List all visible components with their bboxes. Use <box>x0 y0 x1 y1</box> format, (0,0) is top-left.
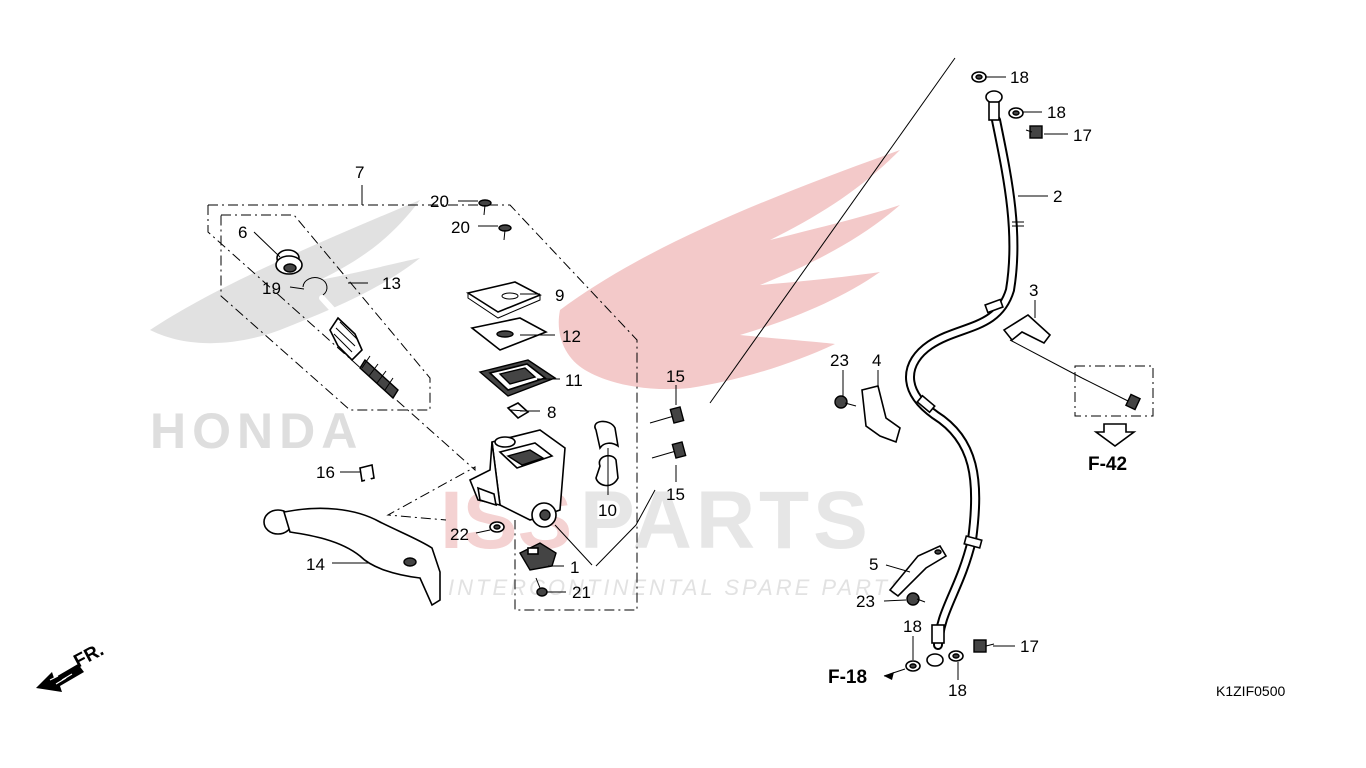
reservoir-cap-part-9[interactable] <box>465 281 542 319</box>
callout-6: 6 <box>238 223 247 242</box>
holder-clamp-part-10[interactable] <box>594 420 620 487</box>
callout-21: 21 <box>572 583 591 602</box>
oil-bolt-part-17-lower[interactable] <box>973 639 995 653</box>
callout-7: 7 <box>355 163 364 182</box>
callout-20-lower: 20 <box>451 218 470 237</box>
callout-15-lower: 15 <box>666 485 685 504</box>
washer-part-18-b[interactable] <box>1008 107 1024 119</box>
drawing-code: K1ZIF0500 <box>1216 683 1285 699</box>
callout-23-lower: 23 <box>856 592 875 611</box>
callout-4: 4 <box>872 351 881 370</box>
callout-18-b: 18 <box>1047 103 1066 122</box>
callout-8: 8 <box>547 403 556 422</box>
nut-part-22[interactable] <box>489 521 505 533</box>
callout-3: 3 <box>1029 281 1038 300</box>
reference-arrow-f42 <box>1093 423 1137 447</box>
reference-f18[interactable]: F-18 <box>828 667 867 688</box>
brake-hose-part-2[interactable] <box>905 90 1024 667</box>
boot-part-6[interactable] <box>275 249 303 275</box>
f42-bolt-box <box>1074 365 1154 417</box>
f18-arrow-icon <box>884 672 894 680</box>
diaphragm-plate-part-12[interactable] <box>470 317 548 351</box>
reference-f42[interactable]: F-42 <box>1088 454 1127 475</box>
watermark-site-text: PARTS <box>580 475 872 566</box>
bolt-part-23-lower[interactable] <box>906 592 926 606</box>
callout-17-upper: 17 <box>1073 126 1092 145</box>
callout-18-c: 18 <box>903 617 922 636</box>
hose-guide-part-5[interactable] <box>888 544 948 598</box>
brake-lever-part-14[interactable] <box>263 507 441 607</box>
screw-part-20-upper[interactable] <box>478 199 492 216</box>
callout-12: 12 <box>562 327 581 346</box>
callout-10: 10 <box>598 501 617 520</box>
callout-15-upper: 15 <box>666 367 685 386</box>
callout-13: 13 <box>382 274 401 293</box>
washer-part-18-c[interactable] <box>905 660 921 672</box>
callout-18-d: 18 <box>948 681 967 700</box>
front-direction-arrow-icon <box>36 664 84 692</box>
bolt-part-15-upper[interactable] <box>649 406 685 424</box>
screw-part-20-lower[interactable] <box>498 224 512 241</box>
callout-18-a: 18 <box>1010 68 1029 87</box>
bolt-part-23-upper[interactable] <box>834 395 857 409</box>
watermark-brand: HONDA <box>150 403 363 459</box>
callout-22: 22 <box>450 525 469 544</box>
washer-part-18-a[interactable] <box>971 71 987 83</box>
brake-switch-part-1[interactable] <box>519 542 557 571</box>
washer-part-18-d[interactable] <box>948 650 964 662</box>
callout-14: 14 <box>306 555 325 574</box>
callout-1: 1 <box>570 558 579 577</box>
hose-clamp-part-3[interactable] <box>1002 314 1052 345</box>
oil-bolt-part-17-upper[interactable] <box>1025 125 1043 139</box>
watermark-tagline: INTERCONTINENTAL SPARE PARTS <box>448 575 908 600</box>
hose-bracket-part-4[interactable] <box>861 385 901 444</box>
callout-9: 9 <box>555 286 564 305</box>
master-cylinder-assembly-outline <box>207 204 638 611</box>
callout-17-lower: 17 <box>1020 637 1039 656</box>
master-cylinder-body[interactable] <box>468 429 566 528</box>
pivot-bolt-part-16[interactable] <box>359 464 379 505</box>
callout-labels: 7 6 19 13 20 20 9 12 11 8 10 15 15 16 14… <box>238 68 1092 700</box>
leader-lines <box>253 57 1083 680</box>
callout-5: 5 <box>869 555 878 574</box>
callout-19: 19 <box>262 279 281 298</box>
callout-11: 11 <box>565 371 583 390</box>
bolt-part-15-lower[interactable] <box>651 441 687 459</box>
snap-ring-part-19[interactable] <box>302 277 328 296</box>
callout-16: 16 <box>316 463 335 482</box>
piston-set-part-13[interactable] <box>319 295 399 400</box>
callout-23-upper: 23 <box>830 351 849 370</box>
diaphragm-part-11[interactable] <box>478 359 557 397</box>
callout-2: 2 <box>1053 187 1062 206</box>
callout-20-upper: 20 <box>430 192 449 211</box>
